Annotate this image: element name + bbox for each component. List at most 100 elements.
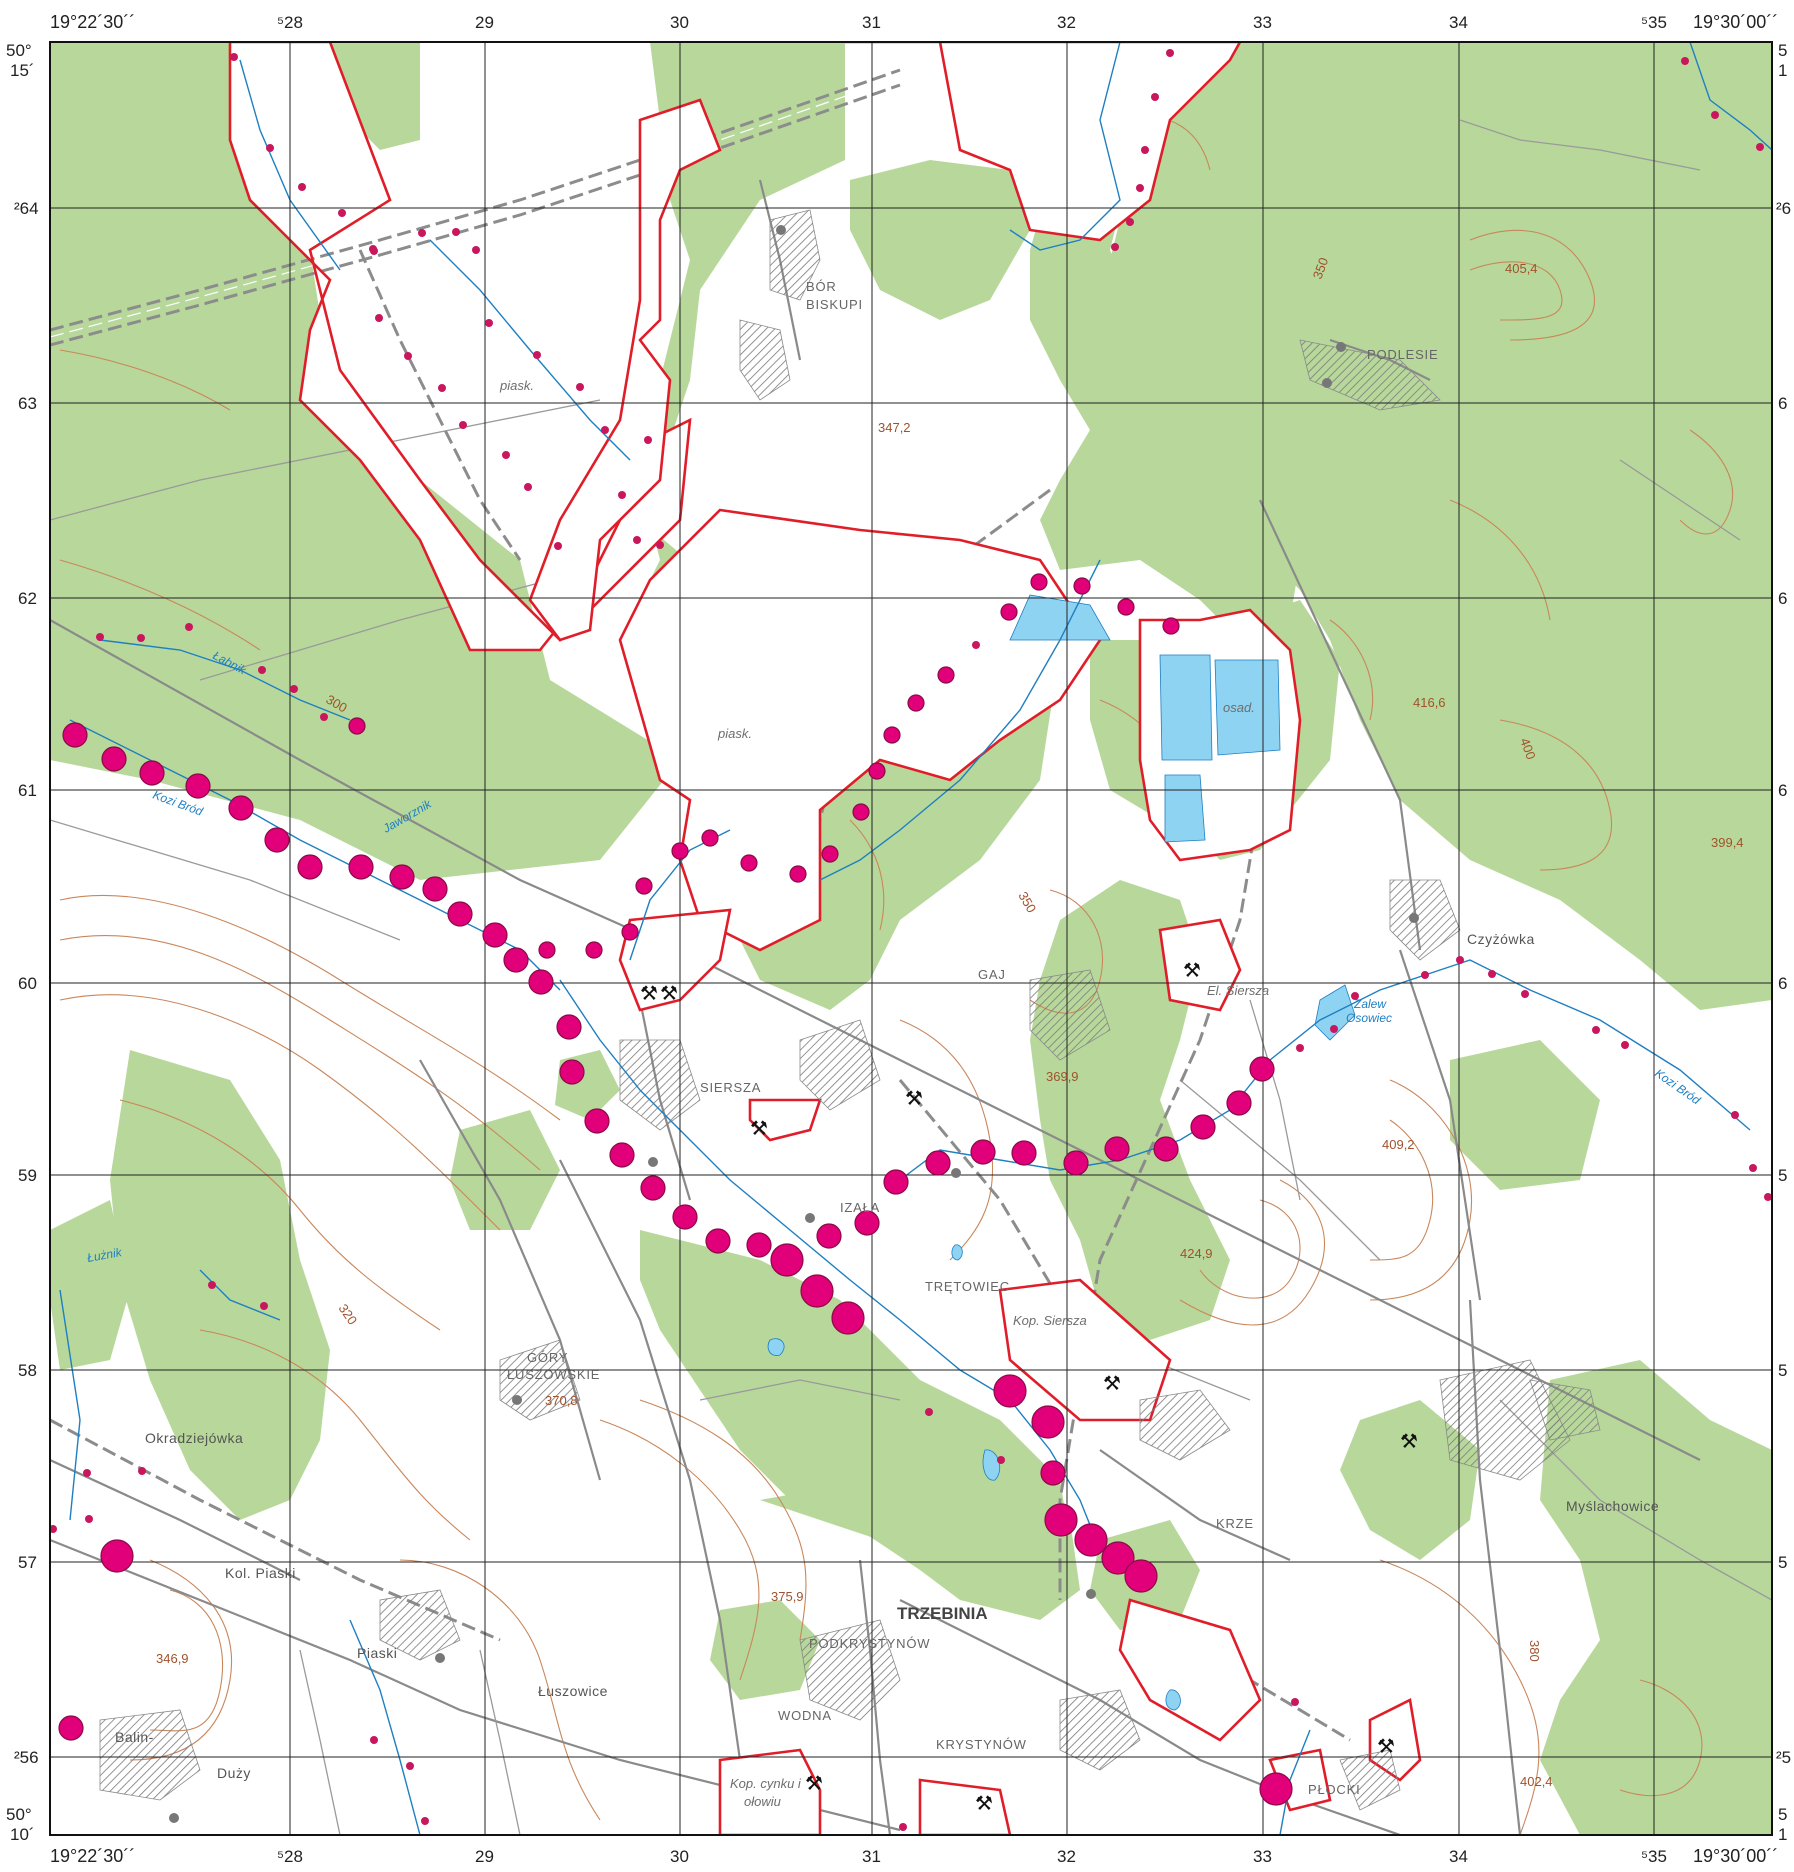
place-label: PŁOCKI	[1308, 1782, 1360, 1797]
place-label: PODKRYSTYNÓW	[809, 1636, 930, 1651]
y-tick-label: 5	[1778, 1361, 1787, 1380]
mine-symbols: ⚒ ⚒ ⚒ ⚒ ⚒ ⚒ ⚒ ⚒ ⚒ ⚒	[640, 960, 1418, 1815]
place-label: BISKUPI	[806, 297, 863, 312]
y-tick-label: 6	[1778, 589, 1787, 608]
elevation-label: 409,2	[1382, 1137, 1415, 1152]
place-label: Kol. Piaski	[225, 1565, 296, 1581]
x-tick-label: 29	[475, 1847, 494, 1866]
elevation-label: 416,6	[1413, 695, 1446, 710]
lat-top-degree-label: 50°	[6, 41, 32, 60]
place-label: ołowiu	[744, 1794, 781, 1809]
right-top-label: 1	[1778, 61, 1787, 80]
place-label: GAJ	[978, 967, 1006, 982]
lat-top-minute-label: 15´	[10, 61, 35, 80]
elevation-label: 402,4	[1520, 1774, 1553, 1789]
mine-icon: ⚒	[975, 1793, 993, 1815]
mine-icon: ⚒	[1400, 1431, 1418, 1453]
rivers	[59, 42, 1772, 1835]
y-tick-label: 58	[18, 1361, 37, 1380]
right-top-label: 5	[1778, 41, 1787, 60]
frame-labels: 19°22´30´´ 19°30´00´´ 19°22´30´´ 19°30´0…	[6, 12, 1791, 1866]
x-tick-label: 30	[670, 13, 689, 32]
y-tick-label: ²6	[1776, 199, 1791, 218]
x-tick-label: ⁵35	[1641, 13, 1667, 32]
y-tick-label: 6	[1778, 781, 1787, 800]
elevation-label: 405,4	[1505, 261, 1538, 276]
contour-lines	[59, 116, 1734, 1835]
x-tick-label: 33	[1253, 1847, 1272, 1866]
y-tick-label: 57	[18, 1553, 37, 1572]
lat-bottom-degree-label: 50°	[6, 1805, 32, 1824]
elevation-label: 369,9	[1046, 1069, 1079, 1084]
elevation-label: 400	[1517, 736, 1539, 762]
x-tick-label: 31	[862, 1847, 881, 1866]
place-label: Okradziejówka	[145, 1430, 243, 1446]
y-tick-label: 61	[18, 781, 37, 800]
x-tick-label: 31	[862, 13, 881, 32]
mine-icon: ⚒	[1377, 1736, 1395, 1758]
lat-bottom-minute-label: 10´	[10, 1825, 35, 1844]
y-tick-label: 6	[1778, 974, 1787, 993]
y-tick-label: 60	[18, 974, 37, 993]
annotation-label: Osowiec	[1346, 1011, 1392, 1025]
y-tick-label: ²56	[14, 1748, 39, 1767]
place-label: TRZEBINIA	[897, 1604, 988, 1623]
small-observation-points	[50, 49, 1772, 1831]
map-frame	[49, 41, 1773, 1836]
place-label: IZAŁA	[840, 1200, 880, 1215]
place-label: El. Siersza	[1207, 983, 1269, 998]
x-tick-label: 30	[670, 1847, 689, 1866]
place-label: Balin-	[115, 1729, 154, 1745]
corner-bottom-right-label: 19°30´00´´	[1693, 1846, 1778, 1866]
x-tick-label: 33	[1253, 13, 1272, 32]
corner-top-left-label: 19°22´30´´	[50, 12, 135, 32]
y-tick-label: 59	[18, 1166, 37, 1185]
large-observation-points	[58, 573, 1293, 1806]
place-label: SIERSZA	[700, 1080, 761, 1095]
x-tick-label: ⁵28	[277, 1847, 303, 1866]
y-tick-label: ²64	[14, 199, 39, 218]
elevation-label: 399,4	[1711, 835, 1744, 850]
annotation-label: osad.	[1223, 700, 1255, 715]
place-label: BÓR	[806, 279, 837, 294]
place-label: KRZE	[1216, 1516, 1254, 1531]
x-tick-label: 34	[1449, 13, 1468, 32]
y-tick-label: 5	[1778, 1166, 1787, 1185]
mine-icon: ⚒	[805, 1773, 823, 1795]
elevation-label: 424,9	[1180, 1246, 1213, 1261]
mine-icon: ⚒	[1183, 960, 1201, 982]
elevation-label: 346,9	[156, 1651, 189, 1666]
corner-top-right-label: 19°30´00´´	[1693, 12, 1778, 32]
place-label: GÓRY	[527, 1350, 568, 1365]
y-tick-label: 6	[1778, 394, 1787, 413]
elevation-label: 370,8	[545, 1393, 578, 1408]
place-label: ŁUSZOWSKIE	[507, 1367, 600, 1382]
x-tick-label: 34	[1449, 1847, 1468, 1866]
annotation-label: piask.	[717, 726, 752, 741]
x-tick-label: ⁵28	[277, 13, 303, 32]
corner-bottom-left-label: 19°22´30´´	[50, 1846, 135, 1866]
place-label: Myślachowice	[1566, 1498, 1659, 1514]
place-label: WODNA	[778, 1708, 832, 1723]
mine-icon: ⚒	[640, 983, 658, 1005]
elevation-label: 375,9	[771, 1589, 804, 1604]
place-label: Piaski	[357, 1645, 397, 1661]
coordinate-grid	[50, 42, 1772, 1835]
right-bottom-label: 5	[1778, 1805, 1787, 1824]
mine-icon: ⚒	[905, 1088, 923, 1110]
elevation-label: 347,2	[878, 420, 911, 435]
water-label: Łużnik	[86, 1245, 124, 1265]
x-tick-label: 32	[1057, 1847, 1076, 1866]
place-label: Czyżówka	[1467, 931, 1535, 947]
annotation-label: piask.	[499, 378, 534, 393]
place-label: Kop. Siersza	[1013, 1313, 1087, 1328]
map-body: ⚒ ⚒ ⚒ ⚒ ⚒ ⚒ ⚒ ⚒ ⚒ ⚒	[50, 42, 1772, 1835]
place-label: TRĘTOWIEC	[925, 1279, 1010, 1294]
place-label: Duży	[217, 1765, 251, 1781]
mine-icon: ⚒	[750, 1118, 768, 1140]
y-tick-label: 62	[18, 589, 37, 608]
place-label: KRYSTYNÓW	[936, 1737, 1027, 1752]
x-tick-label: 29	[475, 13, 494, 32]
place-label: PODLESIE	[1367, 347, 1438, 362]
